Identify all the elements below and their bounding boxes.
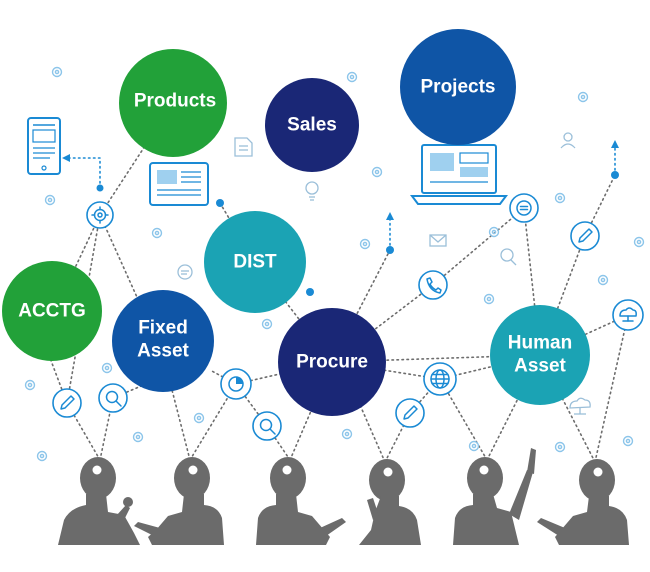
small-gear-icon <box>44 194 56 206</box>
small-gear-icon <box>554 441 566 453</box>
pencil-icon <box>570 221 600 251</box>
small-network-icon <box>569 397 591 415</box>
pencil-icon <box>395 398 425 428</box>
small-gear-icon <box>101 362 113 374</box>
document-icon <box>234 137 253 157</box>
small-gear-icon <box>346 71 358 83</box>
magnifier-icon <box>252 411 282 441</box>
small-gear-icon <box>468 440 480 452</box>
envelope-icon <box>429 234 447 247</box>
node-human-asset-label-line2: Asset <box>514 356 566 377</box>
gear-icon <box>86 201 114 229</box>
person-silhouette <box>359 459 421 545</box>
small-gear-icon <box>488 226 500 238</box>
phone-icon <box>418 270 448 300</box>
node-procure[interactable]: Procure <box>278 308 386 416</box>
node-fixed-asset-label-line2: Asset <box>137 341 189 362</box>
magnifier-icon <box>98 383 128 413</box>
person-silhouette <box>134 457 224 545</box>
pointer-lines <box>62 140 619 296</box>
small-gear-icon <box>261 318 273 330</box>
node-fixed-asset[interactable]: Fixed Asset <box>112 290 214 392</box>
node-fixed-asset-label-line1: Fixed <box>138 318 188 339</box>
person-silhouette <box>58 457 140 545</box>
background-decorations <box>24 66 645 462</box>
small-chat-icon <box>177 264 193 280</box>
person-silhouette <box>453 448 536 545</box>
node-procure-label: Procure <box>296 352 368 373</box>
department-nodes: Products Sales Projects DIST ACCTG Fixed… <box>2 29 590 416</box>
tablet-icon <box>149 162 209 206</box>
node-human-asset[interactable]: Human Asset <box>490 305 590 405</box>
globe-icon <box>423 362 457 396</box>
user-outline-icon <box>560 132 576 149</box>
small-gear-icon <box>483 293 495 305</box>
small-gear-icon <box>359 238 371 250</box>
node-products[interactable]: Products <box>119 49 227 157</box>
node-projects-label: Projects <box>421 77 496 98</box>
person-silhouette <box>256 457 346 545</box>
pie-chart-icon <box>220 368 252 400</box>
small-search-icon <box>500 248 517 266</box>
node-acctg[interactable]: ACCTG <box>2 261 102 361</box>
small-gear-icon <box>622 435 634 447</box>
laptop-icon <box>410 144 508 205</box>
small-gear-icon <box>341 428 353 440</box>
node-projects[interactable]: Projects <box>400 29 516 145</box>
small-gear-icon <box>371 166 383 178</box>
node-human-asset-label-line1: Human <box>508 333 572 354</box>
small-gear-icon <box>554 192 566 204</box>
cloud-network-icon <box>612 299 644 331</box>
small-gear-icon <box>193 412 205 424</box>
node-sales-label: Sales <box>287 115 337 136</box>
person-silhouette <box>537 459 629 545</box>
node-products-label: Products <box>134 91 216 112</box>
small-gear-icon <box>51 66 63 78</box>
pencil-icon <box>52 388 82 418</box>
mobile-phone-icon <box>27 117 61 175</box>
lightbulb-icon <box>305 181 319 201</box>
small-gear-icon <box>597 274 609 286</box>
node-dist-label: DIST <box>233 252 277 273</box>
small-gear-icon <box>36 450 48 462</box>
small-gear-icon <box>577 91 589 103</box>
node-sales[interactable]: Sales <box>265 78 359 172</box>
people-silhouettes <box>58 448 629 545</box>
node-acctg-label: ACCTG <box>18 301 86 322</box>
connector-icons <box>52 193 644 441</box>
small-gear-icon <box>132 431 144 443</box>
small-gear-icon <box>633 236 645 248</box>
small-gear-icon <box>24 379 36 391</box>
node-dist[interactable]: DIST <box>204 211 306 313</box>
chat-icon <box>509 193 539 223</box>
small-gear-icon <box>151 227 163 239</box>
